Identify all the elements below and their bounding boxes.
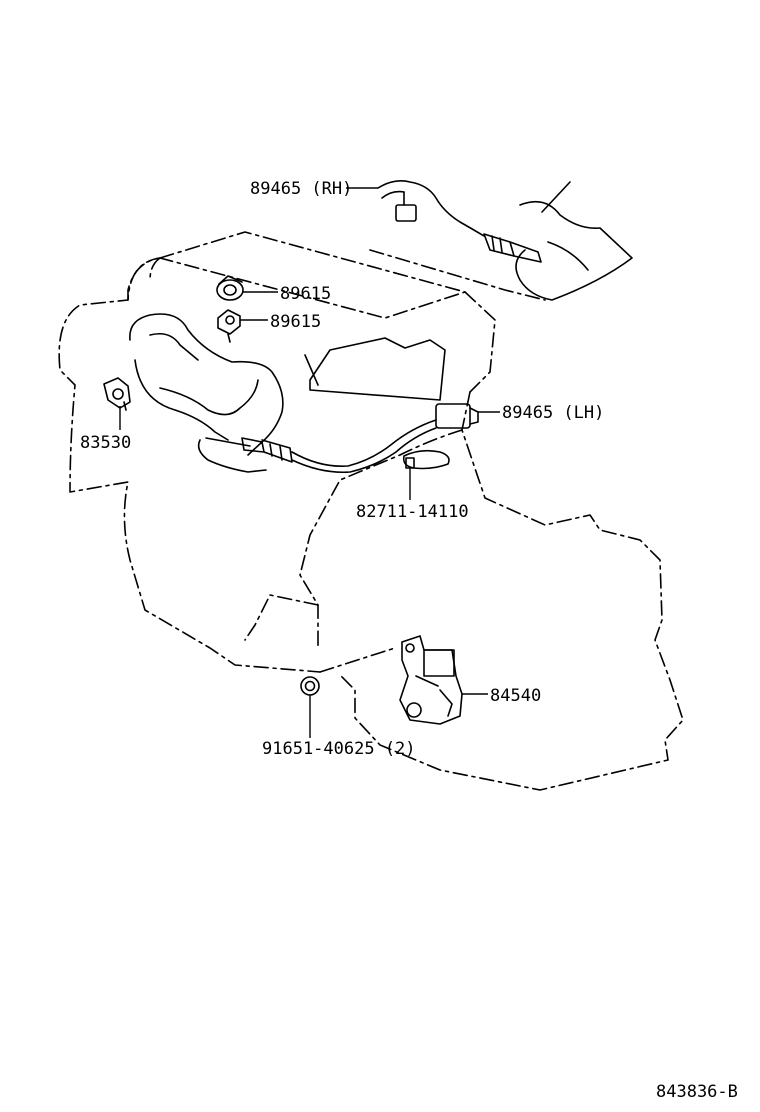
- label-knock-sensor-lower: 89615: [270, 312, 321, 332]
- neutral-start-switch-84540: [399, 635, 463, 725]
- o2-sensor-lh: [241, 403, 479, 474]
- bolt-91651: [300, 676, 320, 696]
- label-temp-switch: 83530: [80, 433, 131, 453]
- label-neutral-switch: 84540: [490, 686, 541, 706]
- leader-lines: [119, 187, 500, 738]
- label-o2-sensor-lh: 89465 (LH): [502, 403, 604, 423]
- label-knock-sensor-upper: 89615: [280, 284, 331, 304]
- wire-clamp-82711: [402, 449, 450, 470]
- part-labels: 89465 (RH) 89615 89615 89465 (LH) 83530 …: [80, 179, 738, 1102]
- label-o2-sensor-rh: 89465 (RH): [250, 179, 352, 199]
- temp-switch-83530: [103, 377, 131, 411]
- o2-sensor-rh: [377, 180, 542, 263]
- exhaust-manifold: [129, 313, 284, 473]
- label-wire-clamp: 82711-14110: [356, 502, 469, 522]
- drawing-code: 843836-B: [656, 1082, 738, 1102]
- label-bolt: 91651-40625 (2): [262, 739, 416, 759]
- body-panel-upper-right: [515, 181, 633, 301]
- engine-outline: [58, 231, 684, 791]
- knock-sensor-lower: [217, 309, 241, 343]
- knock-sensor-upper: [216, 275, 244, 301]
